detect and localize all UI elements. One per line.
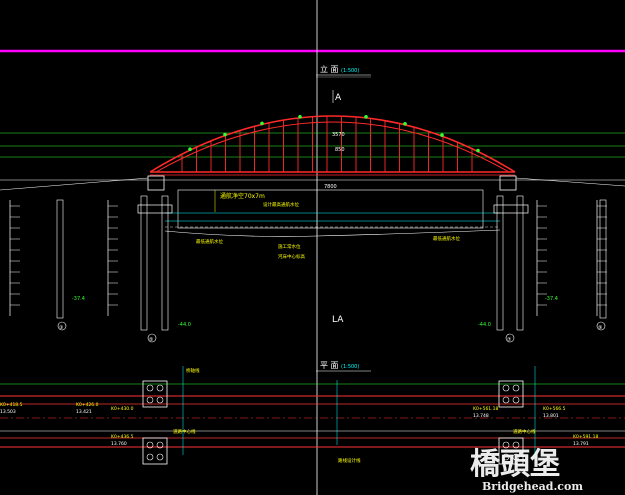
borehole-columns <box>9 200 607 316</box>
elevation-view: 立 面 (1:500) A 3570 850 7800 通航净空70x7m <box>0 64 625 343</box>
pile <box>161 195 169 331</box>
right-depth-label: -37.4 <box>545 296 558 302</box>
ground-line-right <box>515 177 625 187</box>
plan-scale: (1:500) <box>341 364 359 370</box>
left-depth-label: -37.4 <box>72 296 85 302</box>
left-elev-1: 13.503 <box>0 409 16 415</box>
elevation-scale: (1:500) <box>341 68 359 74</box>
pile-cap <box>137 204 173 214</box>
plan-abutments <box>142 380 524 465</box>
abutment-block <box>498 437 524 465</box>
pile <box>56 199 64 319</box>
note-low-water-level: 最低通航水位 <box>196 238 223 245</box>
pier-cap-right <box>499 175 517 191</box>
plan-view: 平 面 (1:500) 桥轴线 道路中心线 路线设计线 道路中心线 K0+418… <box>0 361 625 465</box>
left-station-1: K0+418.5 <box>0 402 23 408</box>
arch-node <box>476 148 480 153</box>
pier-cap-left <box>147 175 165 191</box>
mid-left-depth-label: -44.0 <box>178 322 191 328</box>
abutment-block <box>142 437 168 465</box>
right-station-3: K0+591.18 <box>573 434 598 440</box>
abutment-block <box>142 380 168 408</box>
arch-node <box>440 133 444 137</box>
pile <box>599 199 607 319</box>
right-station-1: K0+561.18 <box>473 406 498 412</box>
mid-right-depth-label: -44.0 <box>478 322 491 328</box>
river-bed-line <box>164 229 501 237</box>
left-station-3: K0+430.0 <box>111 406 134 412</box>
pier-label-3: ⑦ <box>507 337 512 343</box>
arch-rise-dimension: 850 <box>335 147 345 153</box>
arch-span-dimension: 3570 <box>332 132 345 138</box>
left-elev-2: 13.421 <box>76 409 92 415</box>
arch-node <box>364 115 368 119</box>
abutment-block <box>498 380 524 408</box>
section-mark-bottom: LA <box>332 315 344 325</box>
pier-label-4: ⑨ <box>598 325 602 331</box>
arch-node <box>223 132 227 137</box>
navigation-clearance-label: 通航净空70x7m <box>220 192 265 200</box>
pile <box>140 195 148 331</box>
pier-labels: ③ ⑤ ⑦ ⑨ <box>57 321 606 343</box>
plan-label-road-center: 道路中心线 <box>173 428 196 435</box>
plan-label-road-center-right: 道路中心线 <box>513 428 536 435</box>
arch-outer <box>149 115 516 173</box>
watermark-en: Bridgehead.com <box>482 480 583 493</box>
ground-line-left <box>0 177 149 191</box>
right-station-2: K0+566.5 <box>543 406 566 412</box>
arch-node <box>188 147 192 151</box>
arch-node <box>403 121 407 126</box>
right-elev-1: 13.748 <box>473 413 489 419</box>
plan-label-route: 路线设计线 <box>338 457 361 464</box>
note-design-water-level: 设计最高通航水位 <box>263 201 299 208</box>
plan-title: 平 面 <box>320 361 339 370</box>
navigation-clearance-box <box>177 189 484 229</box>
note-riverbed-elevation: 河床中心标高 <box>278 253 305 260</box>
left-station-2: K0+426.0 <box>76 402 99 408</box>
deck-span-dimension: 7800 <box>324 184 337 190</box>
note-construction-water-level: 施工常水位 <box>278 243 301 250</box>
pier-label-1: ③ <box>59 325 63 331</box>
pier-label-2: ⑤ <box>149 337 153 343</box>
watermark: 橋頭堡 Bridgehead.com <box>470 447 583 493</box>
elevation-title: 立 面 <box>320 64 339 74</box>
arch-inner <box>155 121 510 173</box>
left-station-4: K0+436.5 <box>111 434 134 440</box>
section-mark-top: A <box>335 93 342 103</box>
watermark-cn: 橋頭堡 <box>470 447 560 482</box>
note-low-water-right: 最低通航水位 <box>433 235 460 242</box>
arch-nodes <box>188 115 480 153</box>
left-elev-3: 13.760 <box>111 441 127 447</box>
pile-foundations <box>56 195 607 331</box>
right-elev-3: 13.791 <box>573 441 589 447</box>
plan-label-axis: 桥轴线 <box>186 367 200 374</box>
right-elev-2: 13.801 <box>543 413 559 419</box>
pile-cap <box>493 204 529 214</box>
arch-hangers <box>181 116 473 172</box>
pile <box>516 195 524 331</box>
arch-node <box>260 121 264 126</box>
pile <box>496 195 504 331</box>
arch-node <box>298 115 302 119</box>
